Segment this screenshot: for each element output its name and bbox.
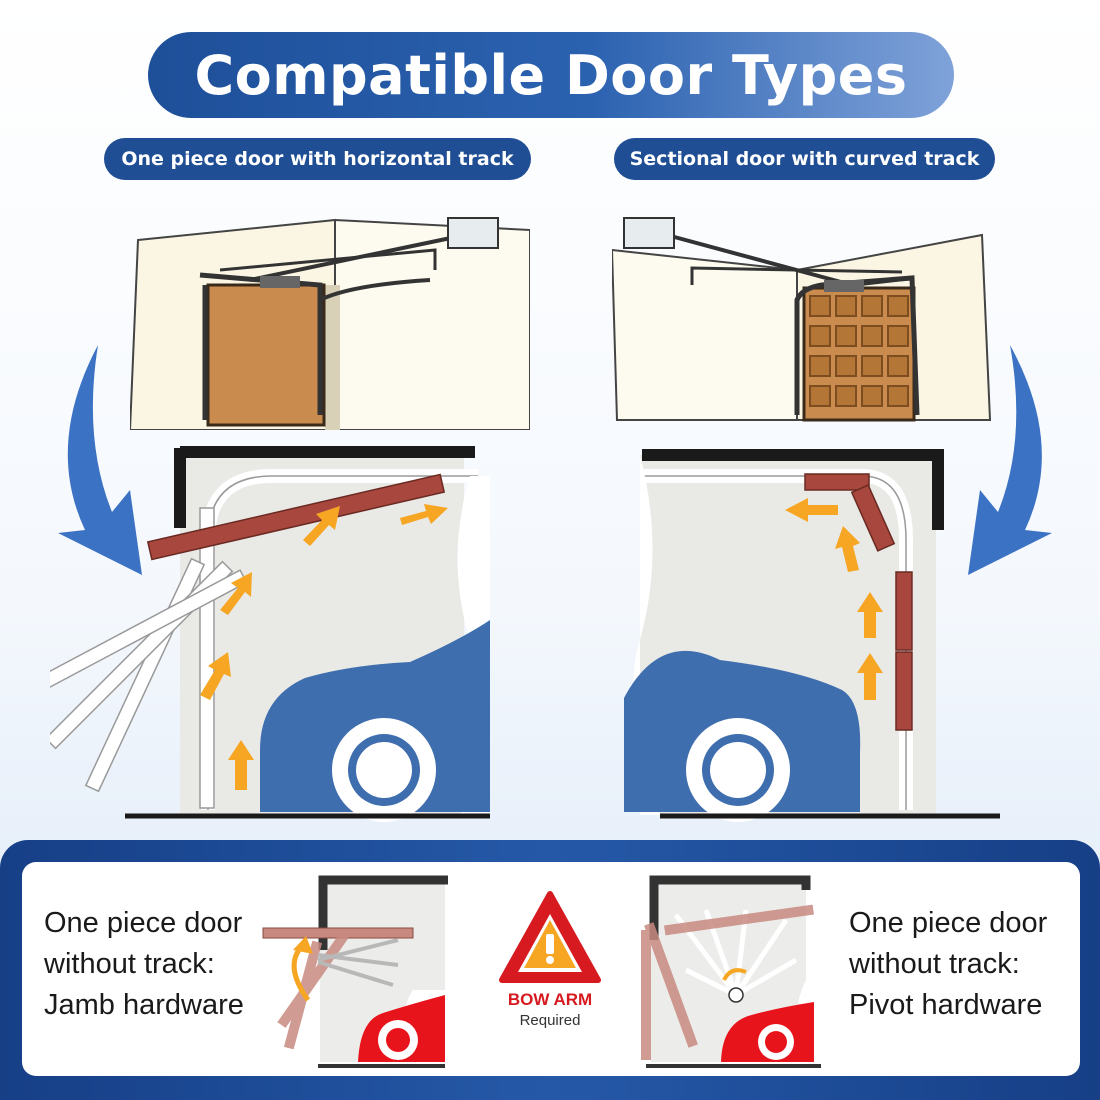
garage-illustration-left	[130, 217, 530, 430]
car-icon	[260, 620, 490, 822]
curved-arrow-icon	[58, 345, 142, 575]
up-arrow-icon	[785, 498, 883, 700]
warning-triangle-icon	[499, 891, 601, 983]
up-arrow-icon	[200, 504, 448, 790]
info-line: Jamb hardware	[44, 989, 244, 1021]
info-line: without track:	[849, 948, 1020, 980]
info-line: One piece door	[44, 907, 243, 939]
info-jamb-hardware: One piece door without track: Jamb hardw…	[44, 903, 244, 1026]
info-line: Pivot hardware	[849, 989, 1043, 1021]
garage-illustration-right	[612, 217, 992, 422]
info-line: without track:	[44, 948, 215, 980]
info-line: One piece door	[849, 907, 1048, 939]
warning-title: BOW ARM	[507, 990, 593, 1009]
warning-subtitle: Required	[519, 1012, 581, 1029]
diagram-horizontal-track	[50, 345, 490, 822]
info-pivot-hardware: One piece door without track: Pivot hard…	[849, 903, 1047, 1026]
diagram-curved-track	[624, 345, 1052, 822]
curved-arrow-icon	[968, 345, 1052, 575]
bow-arm-warning: BOW ARM Required	[484, 990, 616, 1029]
car-icon	[624, 650, 861, 822]
diagram-jamb-hardware	[262, 875, 448, 1068]
label-sectional-curved: Sectional door with curved track	[614, 138, 995, 180]
label-one-piece-horizontal: One piece door with horizontal track	[104, 138, 531, 180]
diagram-pivot-hardware	[641, 875, 831, 1068]
page-title: Compatible Door Types	[148, 32, 954, 118]
